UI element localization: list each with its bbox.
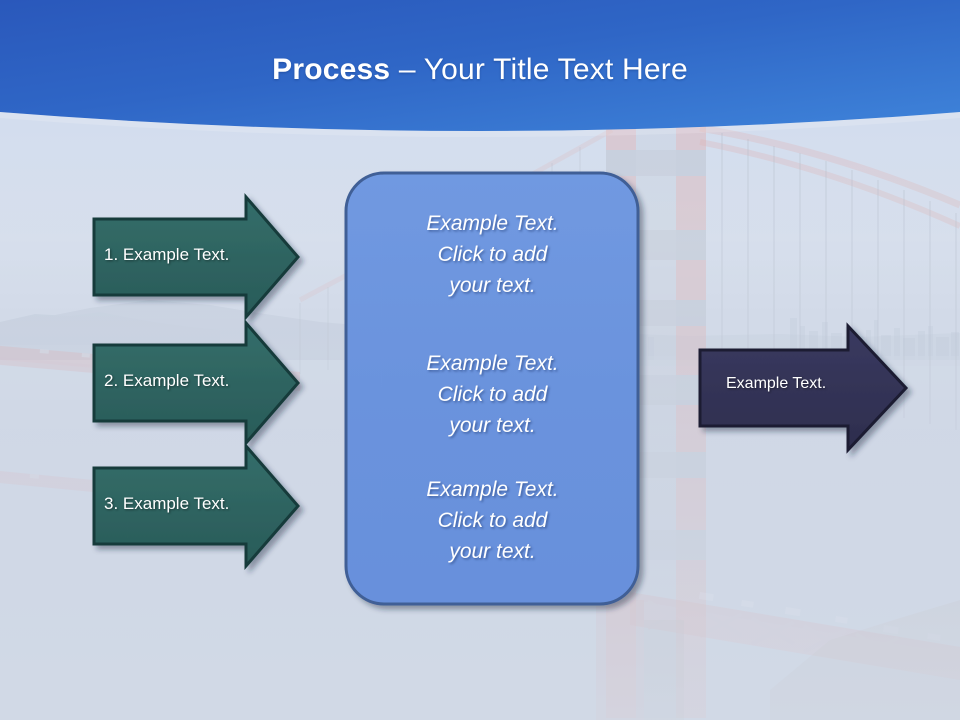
center-block-3-line-2: Click to add (437, 509, 548, 532)
center-text-block-3[interactable]: Example Text. Click to add your text. (350, 474, 635, 567)
page-title-rest: – Your Title Text Here (390, 53, 688, 86)
center-text-block-1[interactable]: Example Text. Click to add your text. (350, 208, 635, 301)
center-block-1-line-2: Click to add (437, 243, 548, 266)
center-block-3-line-3: your text. (449, 540, 536, 563)
output-arrow-shape (698, 322, 909, 454)
process-arrow-3 (92, 441, 300, 571)
center-block-2-line-3: your text. (449, 414, 536, 437)
center-block-1-line-3: your text. (449, 274, 536, 297)
output-arrow-label[interactable]: Example Text. (726, 375, 827, 392)
center-block-2-line-2: Click to add (437, 383, 548, 406)
center-block-1-line-1: Example Text. (426, 212, 559, 235)
page-title-bold: Process (272, 53, 391, 86)
process-arrow-2-label[interactable]: 2. Example Text. (104, 371, 230, 390)
process-arrow-1 (92, 192, 300, 322)
process-arrow-1-label[interactable]: 1. Example Text. (104, 245, 230, 264)
center-block-2-line-1: Example Text. (426, 352, 559, 375)
process-arrow-3-label[interactable]: 3. Example Text. (104, 494, 230, 513)
slide-header-band (0, 0, 960, 145)
process-arrow-2 (92, 318, 300, 448)
center-panel-shape (344, 171, 640, 606)
center-block-3-line-1: Example Text. (426, 478, 559, 501)
center-text-block-2[interactable]: Example Text. Click to add your text. (350, 348, 635, 441)
page-title: Process – Your Title Text Here (0, 52, 960, 88)
